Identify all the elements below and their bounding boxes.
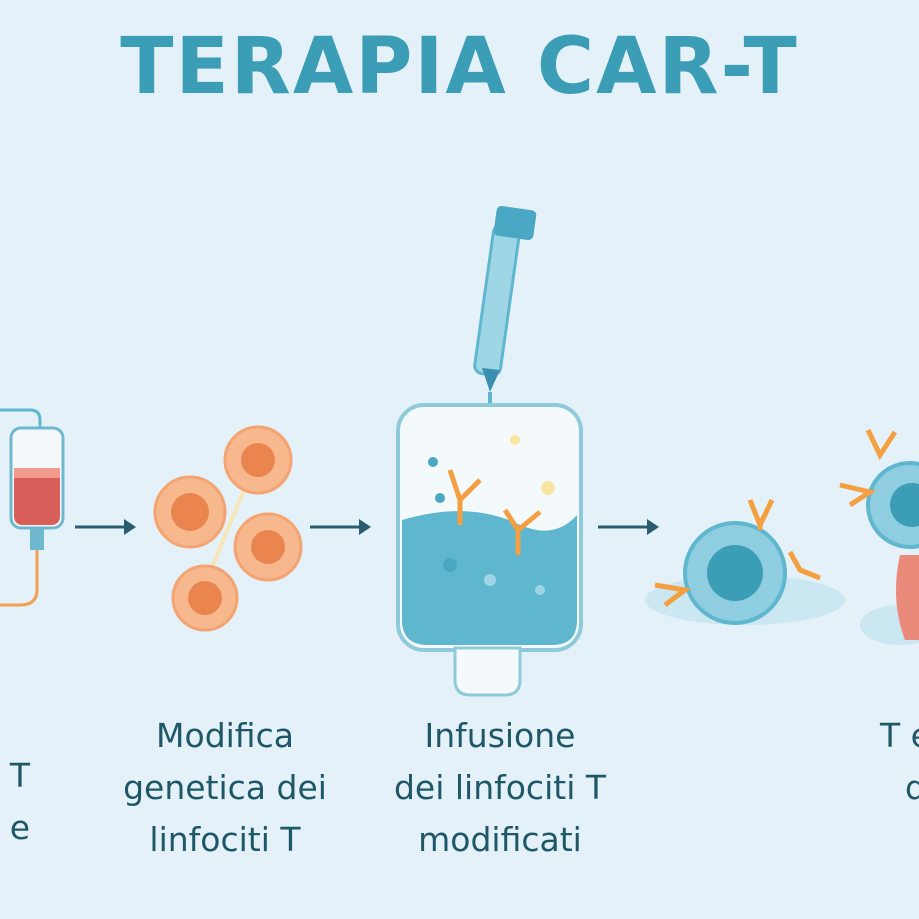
blood-collection-bag-icon xyxy=(0,408,65,607)
step-1-caption: T e xyxy=(0,750,30,854)
caption-line: genetica dei xyxy=(123,768,327,807)
step-2-caption: Modifica genetica dei linfociti T xyxy=(100,710,350,866)
caption-line: T e xyxy=(880,716,919,755)
infusion-bag-icon xyxy=(396,206,583,697)
cancer-cell-destruction-icon xyxy=(839,428,919,645)
caption-line: linfociti T xyxy=(149,820,301,859)
arrow-right-icon xyxy=(310,519,371,535)
caption-line: Modifica xyxy=(156,716,294,755)
arrow-right-icon xyxy=(75,519,136,535)
step-5-caption: T e d xyxy=(880,710,919,814)
caption-line: e xyxy=(9,808,30,847)
car-t-cell-attack-icon xyxy=(645,498,845,625)
step-3-caption: Infusione dei linfociti T modificati xyxy=(370,710,630,866)
caption-line: Infusione xyxy=(424,716,576,755)
caption-line: T xyxy=(9,756,30,795)
caption-line: d xyxy=(905,768,919,807)
modified-t-cells-icon xyxy=(153,425,303,632)
caption-line: dei linfociti T xyxy=(393,768,607,807)
caption-line: modificati xyxy=(418,820,582,859)
arrow-right-icon xyxy=(598,519,659,535)
page-title: TERAPIA CAR-T xyxy=(120,22,799,112)
